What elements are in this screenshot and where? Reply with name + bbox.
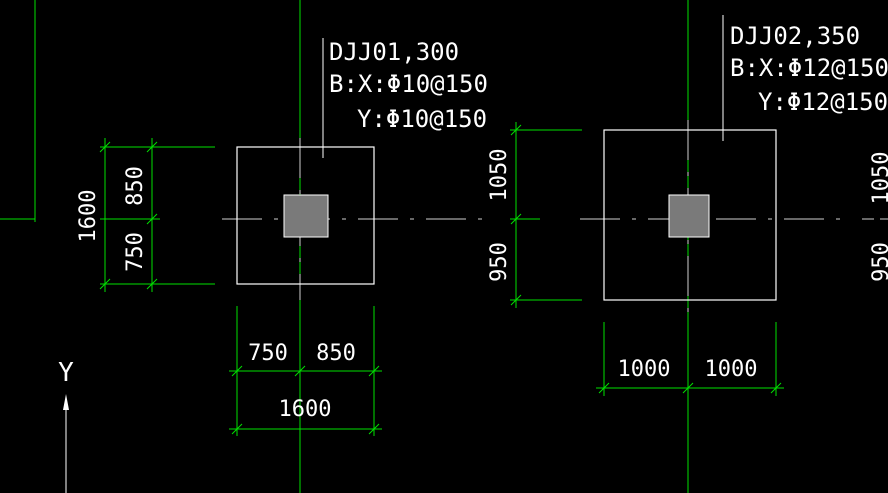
- footing-1-dim-left-horiz: 750: [248, 341, 288, 366]
- footing-2-vertical-dims: [510, 122, 582, 308]
- footing-1-dim-right-horiz: 850: [316, 341, 356, 366]
- footing-2-outline: [603, 129, 777, 301]
- footing-2-horizontal-dims: [596, 322, 784, 396]
- footing-2-bx: B:X:Φ12@150: [730, 54, 888, 82]
- footing-1-bx: B:X:Φ10@150: [329, 70, 488, 98]
- footing-3-dim-bottom-vert: 950: [869, 242, 888, 282]
- footing-2-dim-right-horiz: 1000: [705, 357, 758, 382]
- footing-1-dim-total-vert: 1600: [76, 190, 101, 243]
- ucs-arrow-icon: [63, 394, 69, 410]
- footing-1-name: DJJ01,300: [329, 38, 459, 66]
- ucs-y-label: Y: [58, 358, 74, 388]
- footing-1-horizontal-dims: [229, 306, 382, 436]
- footing-2-dim-left-horiz: 1000: [618, 357, 671, 382]
- ucs-axis-indicator: Y: [58, 358, 74, 493]
- footing-1-vertical-dims: [99, 138, 215, 292]
- footing-1-outline: [236, 146, 375, 285]
- footing-1-dim-top-vert: 850: [123, 166, 148, 206]
- footing-2-dim-bottom-vert: 950: [487, 242, 512, 282]
- footing-2[interactable]: DJJ02,350 B:X:Φ12@150 Y:Φ12@150 1050 950…: [487, 15, 888, 396]
- grid-lines: [0, 0, 689, 493]
- footing-2-by: Y:Φ12@150: [758, 88, 888, 116]
- footing-1-by: Y:Φ10@150: [357, 105, 487, 133]
- footing-2-dim-top-vert: 1050: [487, 149, 512, 202]
- footing-1-column: [283, 194, 329, 238]
- footing-3-dim-top-vert: 1050: [869, 152, 888, 205]
- footing-3-partial: 1050 950: [862, 152, 888, 282]
- footing-1-dim-bottom-vert: 750: [123, 232, 148, 272]
- footing-2-column: [668, 194, 710, 238]
- footing-2-name: DJJ02,350: [730, 22, 860, 50]
- footing-1[interactable]: DJJ01,300 B:X:Φ10@150 Y:Φ10@150 850 750 …: [76, 38, 488, 436]
- footing-1-dim-total-horiz: 1600: [279, 397, 332, 422]
